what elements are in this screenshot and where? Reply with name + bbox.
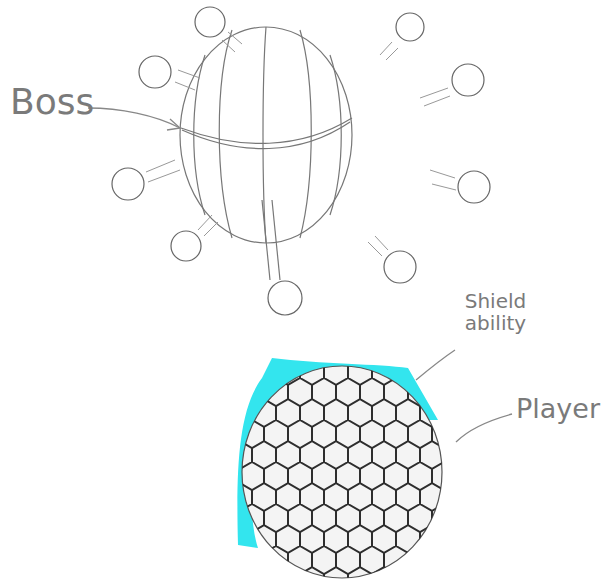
player-hexes xyxy=(230,360,455,581)
boss-label: Boss xyxy=(10,82,94,122)
motion-streaks xyxy=(146,32,456,256)
shield-label: Shield ability xyxy=(448,290,543,334)
leader-lines xyxy=(88,108,512,442)
boss-figure xyxy=(180,27,352,280)
player-label: Player xyxy=(516,394,600,424)
orbiting-orbs xyxy=(112,7,490,315)
